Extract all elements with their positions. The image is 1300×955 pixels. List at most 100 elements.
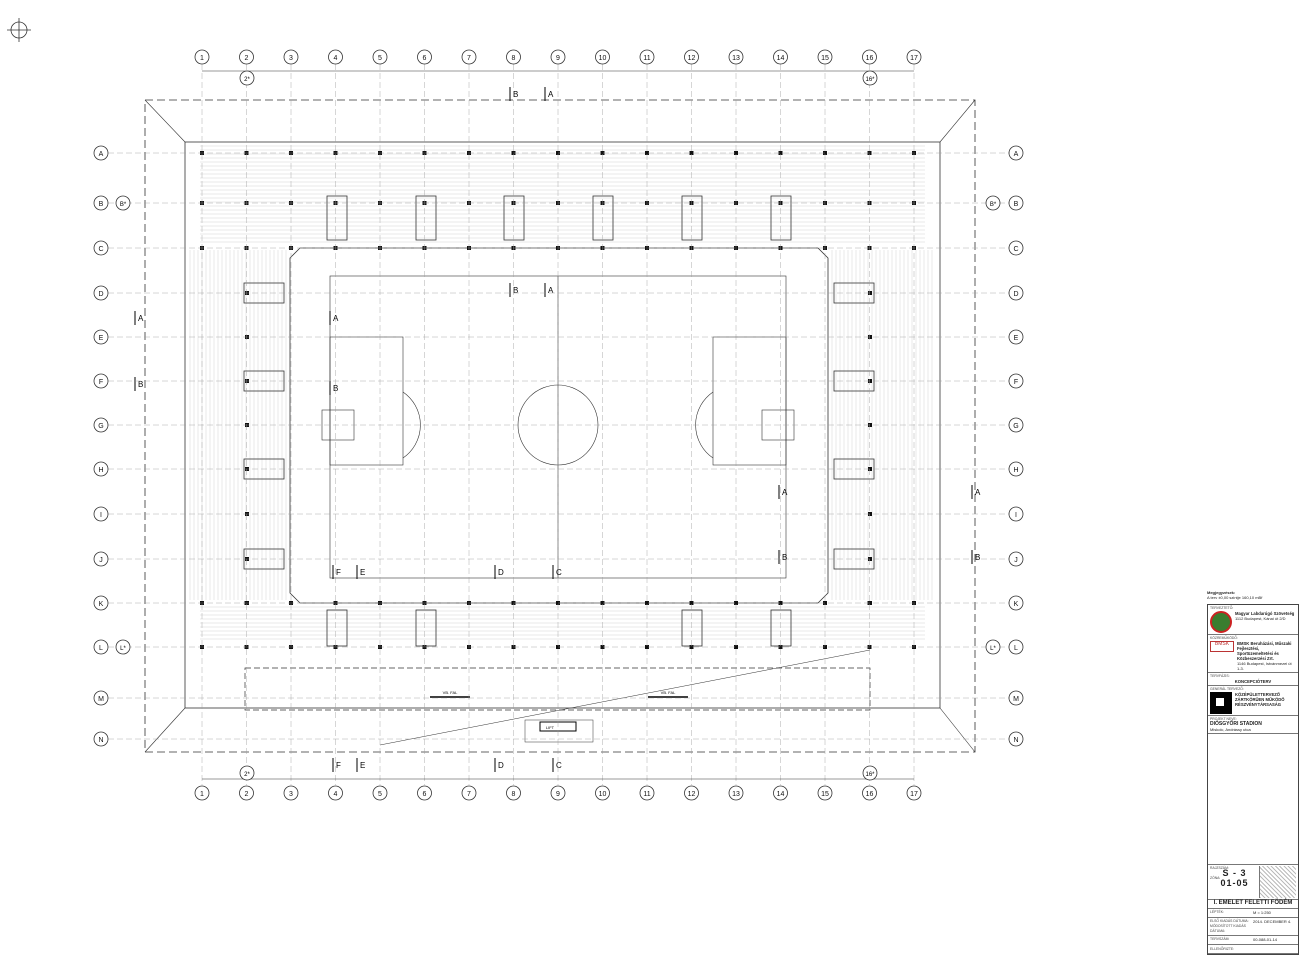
grid-bubble xyxy=(461,49,477,65)
lift-label: LIFT xyxy=(546,725,555,730)
mlsz-logo xyxy=(1210,611,1232,633)
grid-bubble xyxy=(639,49,655,65)
section-label: E xyxy=(360,568,365,577)
grid-label-column: 6 xyxy=(423,791,427,798)
section-label: D xyxy=(498,568,504,577)
grid-bubble xyxy=(1008,461,1024,477)
grid-label-row: J xyxy=(99,557,103,564)
aux-grid-label: 16* xyxy=(865,772,875,778)
grid-bubble xyxy=(1008,285,1024,301)
grid-bubble xyxy=(93,373,109,389)
grid-label-column: 4 xyxy=(334,55,338,62)
grid-label-row: E xyxy=(99,335,104,342)
sheet-number: S - 3 xyxy=(1222,868,1247,878)
stair-block xyxy=(592,195,614,241)
grid-bubble xyxy=(372,49,388,65)
grid-label-row: K xyxy=(99,601,104,608)
stair-block xyxy=(770,195,792,241)
grid-label-column: 5 xyxy=(378,791,382,798)
grid-bubble xyxy=(461,785,477,801)
grid-label-row: F xyxy=(99,379,103,386)
structural-column xyxy=(734,645,738,649)
section-label: D xyxy=(498,761,504,770)
aux-grid-bubble xyxy=(239,70,255,86)
section-label: E xyxy=(360,761,365,770)
grid-bubble xyxy=(550,49,566,65)
grid-label-row: A xyxy=(99,151,104,158)
contractor-section: KÖZREMŰKÖDŐ: BMSK BMSK Beruházási, Műsza… xyxy=(1208,635,1298,673)
kozti-logo xyxy=(1210,692,1232,714)
grid-label-column: 17 xyxy=(910,791,918,798)
grid-label-column: 17 xyxy=(910,55,918,62)
section-label: A xyxy=(975,488,981,497)
client-label: TERVEZTETŐ: xyxy=(1210,606,1234,610)
grid-label-column: 1 xyxy=(200,791,204,798)
project-name: DIÓSGYŐRI STADION xyxy=(1210,721,1262,727)
grid-bubble xyxy=(93,195,109,211)
notes-heading: Megjegyzések: xyxy=(1207,590,1236,595)
section-label: A xyxy=(333,314,339,323)
key-plan xyxy=(1259,866,1296,898)
notes: Megjegyzések: A terv ±0,00 szintje 160,1… xyxy=(1207,590,1299,600)
grid-bubble xyxy=(684,49,699,65)
grid-bubble xyxy=(93,285,109,301)
grid-label-column: 11 xyxy=(643,791,650,798)
structural-column xyxy=(600,151,605,155)
grid-bubble xyxy=(506,785,521,801)
aux-grid-bubble xyxy=(115,195,131,211)
grid-label-row: N xyxy=(1013,737,1018,744)
zone-value: 01-05 xyxy=(1220,878,1249,888)
grid-bubble xyxy=(239,785,254,801)
penalty-area-left xyxy=(329,336,404,466)
grid-label-column: 3 xyxy=(289,55,293,62)
grid-label-row: M xyxy=(1013,696,1019,703)
grid-label-row: H xyxy=(98,467,103,474)
number-value: 00-088-01-14 xyxy=(1253,937,1278,942)
grid-bubble xyxy=(506,49,521,65)
section-label: C xyxy=(556,761,562,770)
grid-bubble xyxy=(328,49,343,65)
stair-block xyxy=(326,609,348,647)
contractor-name: BMSK Beruházási, Műszaki Fejlesztési, Sp… xyxy=(1237,641,1292,661)
section-label: B xyxy=(513,286,518,295)
stair-block xyxy=(770,609,792,647)
grid-label-column: 1 xyxy=(200,55,204,62)
grid-bubble xyxy=(417,49,432,65)
grid-label-row: G xyxy=(98,423,103,430)
grid-label-row: H xyxy=(1013,467,1018,474)
grid-bubble xyxy=(283,49,299,65)
north-arrow-icon xyxy=(7,18,31,42)
notes-text: A terv ±0,00 szintje 160,10 mBf xyxy=(1207,595,1263,600)
structural-column xyxy=(600,645,605,649)
grid-bubble xyxy=(93,731,109,747)
section-label: A xyxy=(548,286,554,295)
section-label: B xyxy=(975,553,980,562)
contractor-label: KÖZREMŰKÖDŐ: xyxy=(1210,636,1238,640)
grid-bubble xyxy=(1008,690,1024,706)
grid-label-column: 16 xyxy=(866,791,874,798)
client-address: 1112 Budapest, Kánai út 2/D xyxy=(1235,616,1286,621)
lift-core xyxy=(524,719,594,743)
section-label: A xyxy=(138,314,144,323)
grid-label-row: K xyxy=(1014,601,1019,608)
grid-bubble xyxy=(1008,329,1024,345)
stair-block xyxy=(681,609,703,647)
phase-label: TERVFÁZIS: xyxy=(1210,674,1230,678)
grid-bubble xyxy=(1008,506,1024,522)
grid-label-row: M xyxy=(98,696,104,703)
project-label: PROJEKT NEVE: xyxy=(1210,717,1237,721)
grid-bubble xyxy=(283,785,299,801)
grid-label-row: F xyxy=(1014,379,1018,386)
grid-label-row: D xyxy=(1013,291,1018,298)
roof-hip-line xyxy=(939,707,976,753)
grid-bubble xyxy=(639,785,655,801)
section-label: A xyxy=(782,488,788,497)
grid-label-column: 14 xyxy=(777,55,785,62)
grid-bubble xyxy=(1008,551,1024,567)
grid-label-column: 12 xyxy=(688,55,696,62)
structural-column xyxy=(778,601,783,605)
grid-bubble xyxy=(1008,417,1024,433)
stair-block xyxy=(503,195,525,241)
grid-label-row: N xyxy=(98,737,103,744)
structural-column xyxy=(645,601,649,605)
